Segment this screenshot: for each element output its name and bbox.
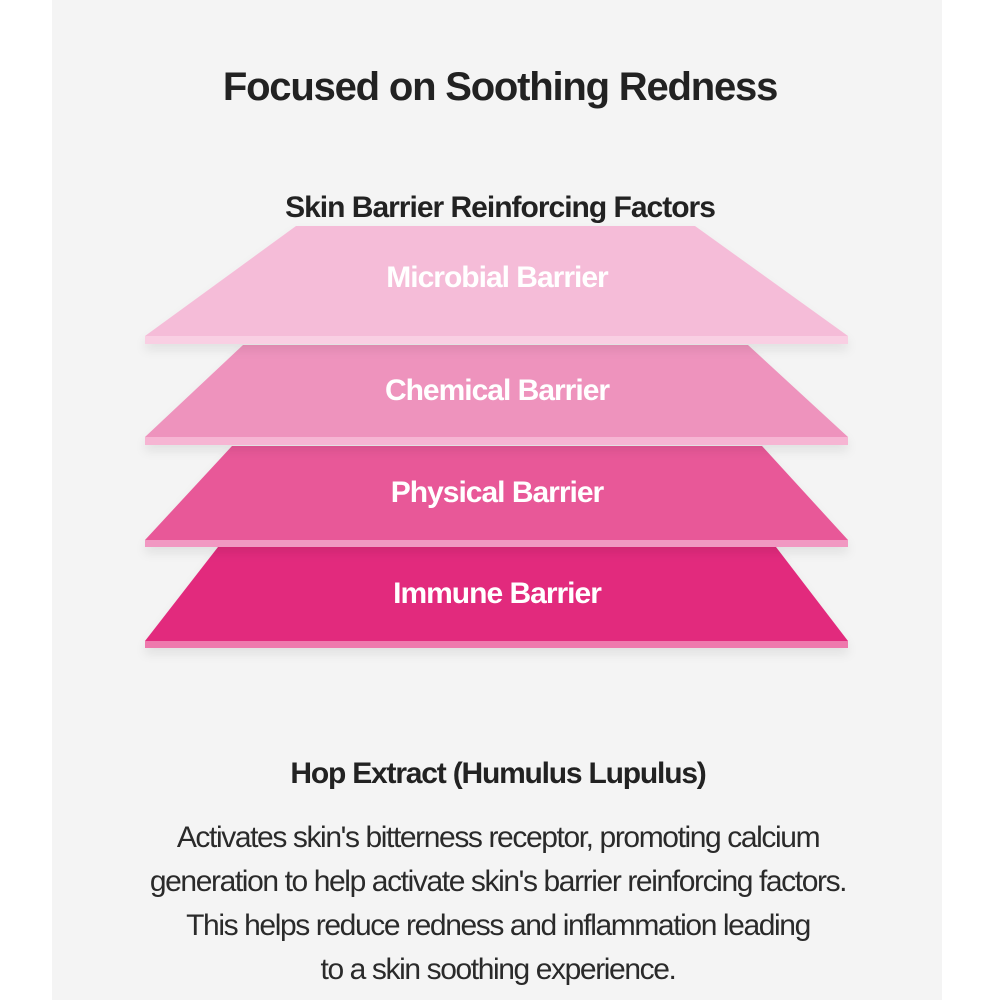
page-title: Focused on Soothing Redness [222,64,779,109]
barrier-layer-stack: Microbial Barrier Chemical Barrier Physi… [145,226,848,648]
layer-label-immune: Immune Barrier [393,577,602,610]
barrier-layer-microbial [145,226,848,344]
layer-label-chemical: Chemical Barrier [384,374,610,407]
barrier-layers-graphic [145,226,848,648]
barrier-layer-chemical [145,345,848,445]
section-subtitle: Skin Barrier Reinforcing Factors [285,190,716,224]
ingredient-name: Hop Extract (Humulus Lupulus) [290,757,706,790]
description-line: Activates skin's bitterness receptor, pr… [176,821,821,854]
description-line: This helps reduce redness and inflammati… [186,909,811,942]
barrier-layer-physical [145,446,848,547]
description-line: to a skin soothing experience. [320,953,677,986]
layer-label-microbial: Microbial Barrier [386,261,608,294]
layer-label-physical: Physical Barrier [390,476,604,509]
ingredient-description: Activates skin's bitterness receptor, pr… [0,816,996,992]
description-line: generation to help activate skin's barri… [149,865,848,898]
barrier-layer-immune [145,547,848,648]
